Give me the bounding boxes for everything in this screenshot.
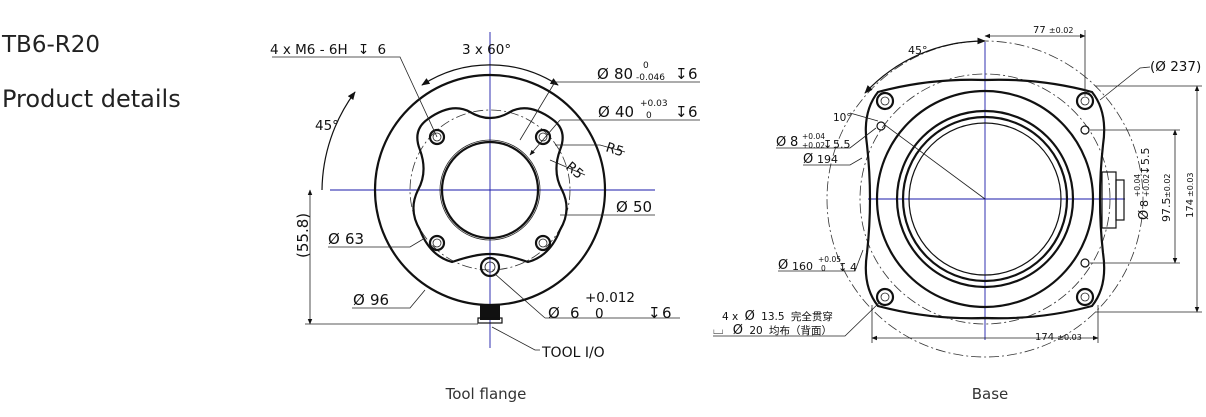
base-hole-bottom-right (1075, 287, 1095, 307)
svg-text:0: 0 (646, 111, 652, 121)
m6-hole-bottom-right (534, 234, 552, 252)
svg-text:+0.04: +0.04 (802, 132, 825, 141)
svg-text:↧: ↧ (1139, 166, 1152, 175)
svg-text:5.5: 5.5 (833, 138, 851, 151)
base-inner-bore (908, 122, 1062, 276)
flange-bolt-circle (409, 109, 571, 271)
flange-r5-inner: R5 (562, 159, 586, 183)
flange-dia-96: 96 (370, 291, 389, 309)
svg-text:±0.02: ±0.02 (1163, 173, 1172, 198)
svg-text:Ø: Ø (616, 198, 628, 216)
base-angle-10: 10° (833, 112, 852, 124)
svg-text:Ø: Ø (598, 103, 610, 121)
flange-dia-40: 40 (615, 103, 634, 121)
base-dim-174-horizontal: 174 ±0.03 (1035, 332, 1082, 343)
svg-text:Ø: Ø (778, 258, 788, 273)
m6-hole-top-right (534, 128, 552, 146)
svg-text:-0.046: -0.046 (636, 73, 665, 83)
flange-holes-label: 4 x M6 - 6H (270, 42, 348, 58)
m6-hole-top-left (428, 128, 446, 146)
svg-text:6: 6 (688, 65, 698, 83)
svg-text:Ø: Ø (353, 291, 365, 309)
svg-text:Ø: Ø (597, 65, 609, 83)
svg-text:+0.04: +0.04 (1133, 174, 1142, 197)
base-ring-2 (895, 109, 1075, 289)
base-dim-77: 77 ±0.02 (1033, 25, 1073, 36)
svg-text:5.5: 5.5 (1139, 148, 1152, 166)
base-dia-8-right: Ø 8 +0.04 +0.02 ↧ 5.5 (1133, 148, 1152, 221)
svg-text:0: 0 (643, 61, 649, 71)
flange-holes-depth: 6 (378, 42, 387, 58)
svg-text:+0.012: +0.012 (585, 290, 635, 306)
svg-text:8: 8 (1138, 200, 1151, 207)
flange-central-bore (440, 140, 540, 240)
pin-dia: 6 (570, 304, 580, 322)
base-drawing: 77 ±0.02 45° (Ø 237) 10° Ø 8 +0.04 +0.02… (713, 25, 1202, 358)
model-name: TB6-R20 (2, 32, 101, 58)
svg-text:Ø: Ø (776, 135, 786, 150)
svg-text:174: 174 (1185, 199, 1196, 218)
tool-flange-drawing: 4 x M6 - 6H ↧ 6 3 x 60° 45° Ø 80 0 -0.04… (270, 32, 700, 361)
svg-text:Ø: Ø (548, 304, 560, 322)
svg-text:↧: ↧ (675, 103, 688, 121)
svg-text:↧: ↧ (675, 65, 688, 83)
base-angle-45: 45° (908, 44, 928, 57)
svg-text:↧: ↧ (823, 138, 832, 151)
base-caption: Base (971, 385, 1009, 403)
flange-dia-63: 63 (345, 230, 364, 248)
base-through-holes: 4 x Ø 13.5 完全贯穿 (722, 309, 833, 324)
base-counterbore: ⌴ Ø 20 均布（背面） (713, 323, 832, 338)
svg-text:↧: ↧ (838, 261, 847, 274)
base-hole-top-left (875, 91, 895, 111)
tool-io-label: TOOL I/O (541, 345, 605, 361)
svg-text:+0.03: +0.03 (640, 99, 668, 109)
base-plate-outline (864, 78, 1106, 320)
svg-text:6: 6 (662, 304, 672, 322)
base-dim-174-vertical: 174 ±0.03 (1185, 172, 1196, 218)
flange-r5-outer: R5 (604, 140, 626, 161)
m6-hole-bottom-left (428, 234, 446, 252)
base-dia-237: (Ø 237) (1150, 59, 1201, 75)
tool-io-connector (480, 305, 500, 320)
flange-angle-spacing: 3 x 60° (462, 42, 511, 58)
svg-text:97.5: 97.5 (1160, 198, 1173, 223)
angle-3x60-arc (421, 64, 559, 86)
svg-text:+0.05: +0.05 (818, 255, 841, 264)
flange-height: (55.8) (294, 213, 312, 258)
svg-text:Ø: Ø (1137, 210, 1152, 220)
svg-text:4: 4 (850, 261, 857, 274)
svg-text:Ø: Ø (328, 230, 340, 248)
flange-dia-80: 80 (614, 65, 633, 83)
svg-text:0: 0 (595, 306, 604, 322)
base-ring-3 (901, 115, 1069, 283)
svg-text:0: 0 (821, 264, 826, 273)
flange-dia-50: 50 (633, 198, 652, 216)
base-hole-bottom-left (875, 287, 895, 307)
base-dia-8-left: 8 (790, 135, 798, 150)
svg-text:↧: ↧ (648, 304, 661, 322)
base-pitch-circle-194 (859, 73, 1111, 325)
base-pin-left (876, 121, 886, 131)
base-dia-194: 194 (817, 153, 838, 166)
flange-angle-45: 45° (315, 118, 339, 134)
svg-text:+0.02: +0.02 (1142, 174, 1151, 197)
flange-central-bore-chamfer (439, 139, 541, 241)
base-dia-160: 160 (792, 260, 813, 273)
svg-text:+0.02: +0.02 (802, 141, 825, 150)
svg-text:Ø: Ø (803, 152, 813, 167)
svg-text:6: 6 (688, 103, 698, 121)
flange-boss-outline (412, 107, 568, 264)
base-connector (1101, 171, 1117, 229)
base-dim-97-5: 97.5 ±0.02 (1160, 173, 1173, 222)
pin-hole (479, 256, 501, 278)
svg-text:4 x M6 - 6H ↧ 6: 4 x M6 - 6H ↧ 6 (270, 42, 386, 58)
base-pin-right-top (1080, 125, 1090, 135)
angle-45-arc (321, 91, 356, 191)
tool-flange-caption: Tool flange (445, 385, 527, 403)
base-pin-right-bottom (1080, 258, 1090, 268)
svg-text:±0.03: ±0.03 (1186, 172, 1195, 197)
section-title: Product details (2, 85, 181, 113)
